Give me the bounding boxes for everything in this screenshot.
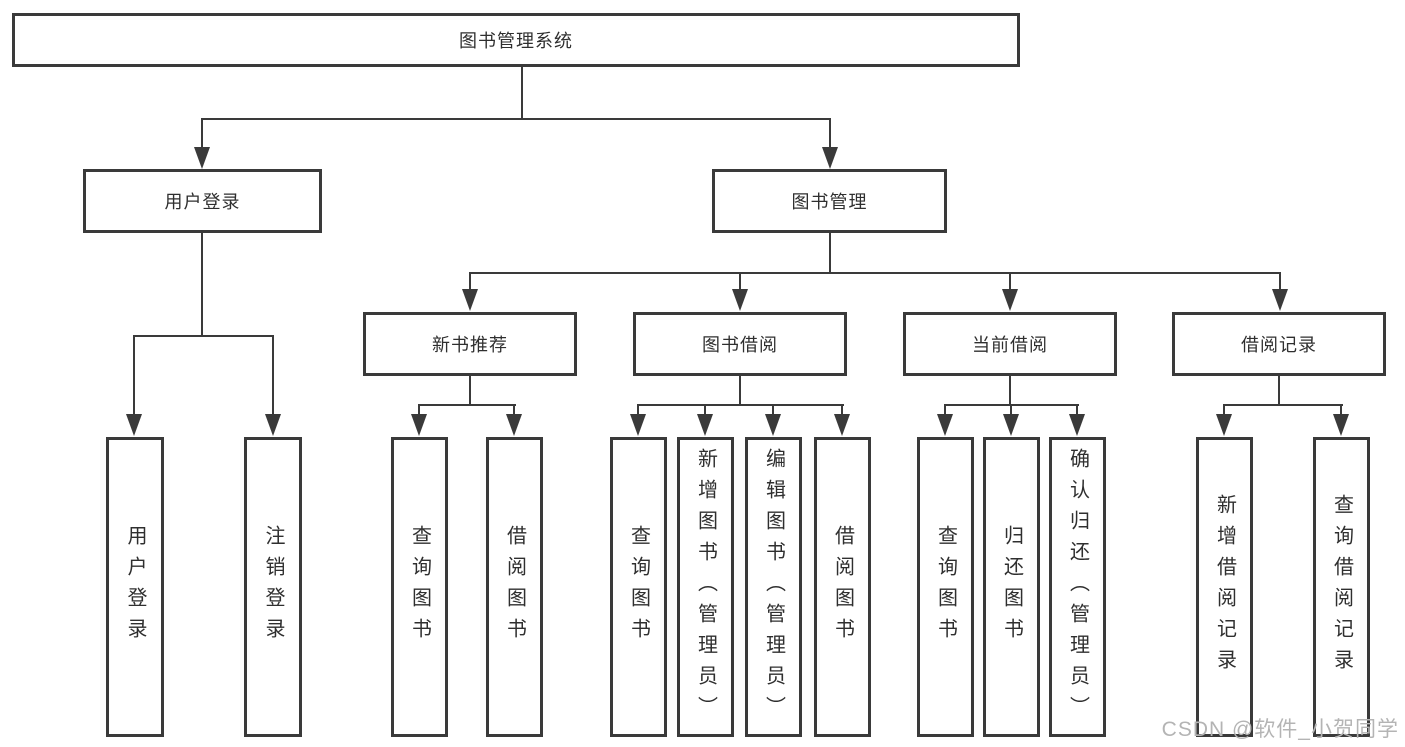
leaf-add-borrow-record: 新增借阅记录 [1196,437,1253,737]
connector-arrowhead [1002,289,1018,311]
node-borrowing-records: 借阅记录 [1172,312,1386,376]
connector-arrowhead [1216,414,1232,436]
node-root: 图书管理系统 [12,13,1020,67]
connector-line [829,233,831,273]
connector-arrowhead [1272,289,1288,311]
connector-arrowhead [1333,414,1349,436]
connector-line [272,335,274,415]
connector-line [418,404,516,406]
connector-line [133,335,135,415]
leaf-borrow-books-borrowing: 借阅图书 [814,437,871,737]
connector-arrowhead [126,414,142,436]
connector-line [1223,404,1343,406]
connector-line [469,376,471,406]
connector-arrowhead [265,414,281,436]
connector-line [637,404,844,406]
connector-arrowhead [834,414,850,436]
leaf-query-borrow-record: 查询借阅记录 [1313,437,1370,737]
connector-line [739,272,741,290]
node-book-borrowing: 图书借阅 [633,312,847,376]
leaf-query-books-current: 查询图书 [917,437,974,737]
node-current-borrowing: 当前借阅 [903,312,1117,376]
connector-line [637,404,639,416]
connector-line [133,335,274,337]
connector-arrowhead [765,414,781,436]
connector-line [829,118,831,149]
node-book-management: 图书管理 [712,169,947,233]
connector-line [1076,404,1078,416]
connector-line [944,404,946,416]
connector-line [772,404,774,416]
connector-line [469,272,1281,274]
connector-line [469,272,471,290]
leaf-edit-books-admin: 编辑图书（管理员） [745,437,802,737]
node-new-book-recommend: 新书推荐 [363,312,577,376]
connector-arrowhead [732,289,748,311]
connector-arrowhead [822,147,838,169]
leaf-add-books-admin: 新增图书（管理员） [677,437,734,737]
leaf-logout: 注销登录 [244,437,302,737]
connector-line [201,233,203,336]
connector-arrowhead [1069,414,1085,436]
connector-line [1010,404,1012,416]
leaf-borrow-books-recommend: 借阅图书 [486,437,543,737]
connector-arrowhead [506,414,522,436]
watermark: CSDN @软件_小贺同学 [1161,718,1399,741]
node-user-login: 用户登录 [83,169,322,233]
connector-line [513,404,515,416]
connector-arrowhead [411,414,427,436]
connector-line [1223,404,1225,416]
leaf-user-login: 用户登录 [106,437,164,737]
connector-line [1340,404,1342,416]
connector-line [1009,376,1011,406]
leaf-confirm-return-admin: 确认归还（管理员） [1049,437,1106,737]
connector-line [201,118,831,120]
connector-line [1278,376,1280,406]
connector-arrowhead [462,289,478,311]
connector-arrowhead [630,414,646,436]
connector-line [1279,272,1281,290]
connector-arrowhead [1003,414,1019,436]
connector-line [1009,272,1011,290]
connector-line [739,376,741,406]
connector-line [841,404,843,416]
leaf-query-books-borrowing: 查询图书 [610,437,667,737]
connector-arrowhead [697,414,713,436]
connector-line [521,66,523,119]
connector-line [704,404,706,416]
connector-line [201,118,203,149]
leaf-return-books: 归还图书 [983,437,1040,737]
connector-arrowhead [194,147,210,169]
connector-line [418,404,420,416]
connector-arrowhead [937,414,953,436]
leaf-query-books-recommend: 查询图书 [391,437,448,737]
